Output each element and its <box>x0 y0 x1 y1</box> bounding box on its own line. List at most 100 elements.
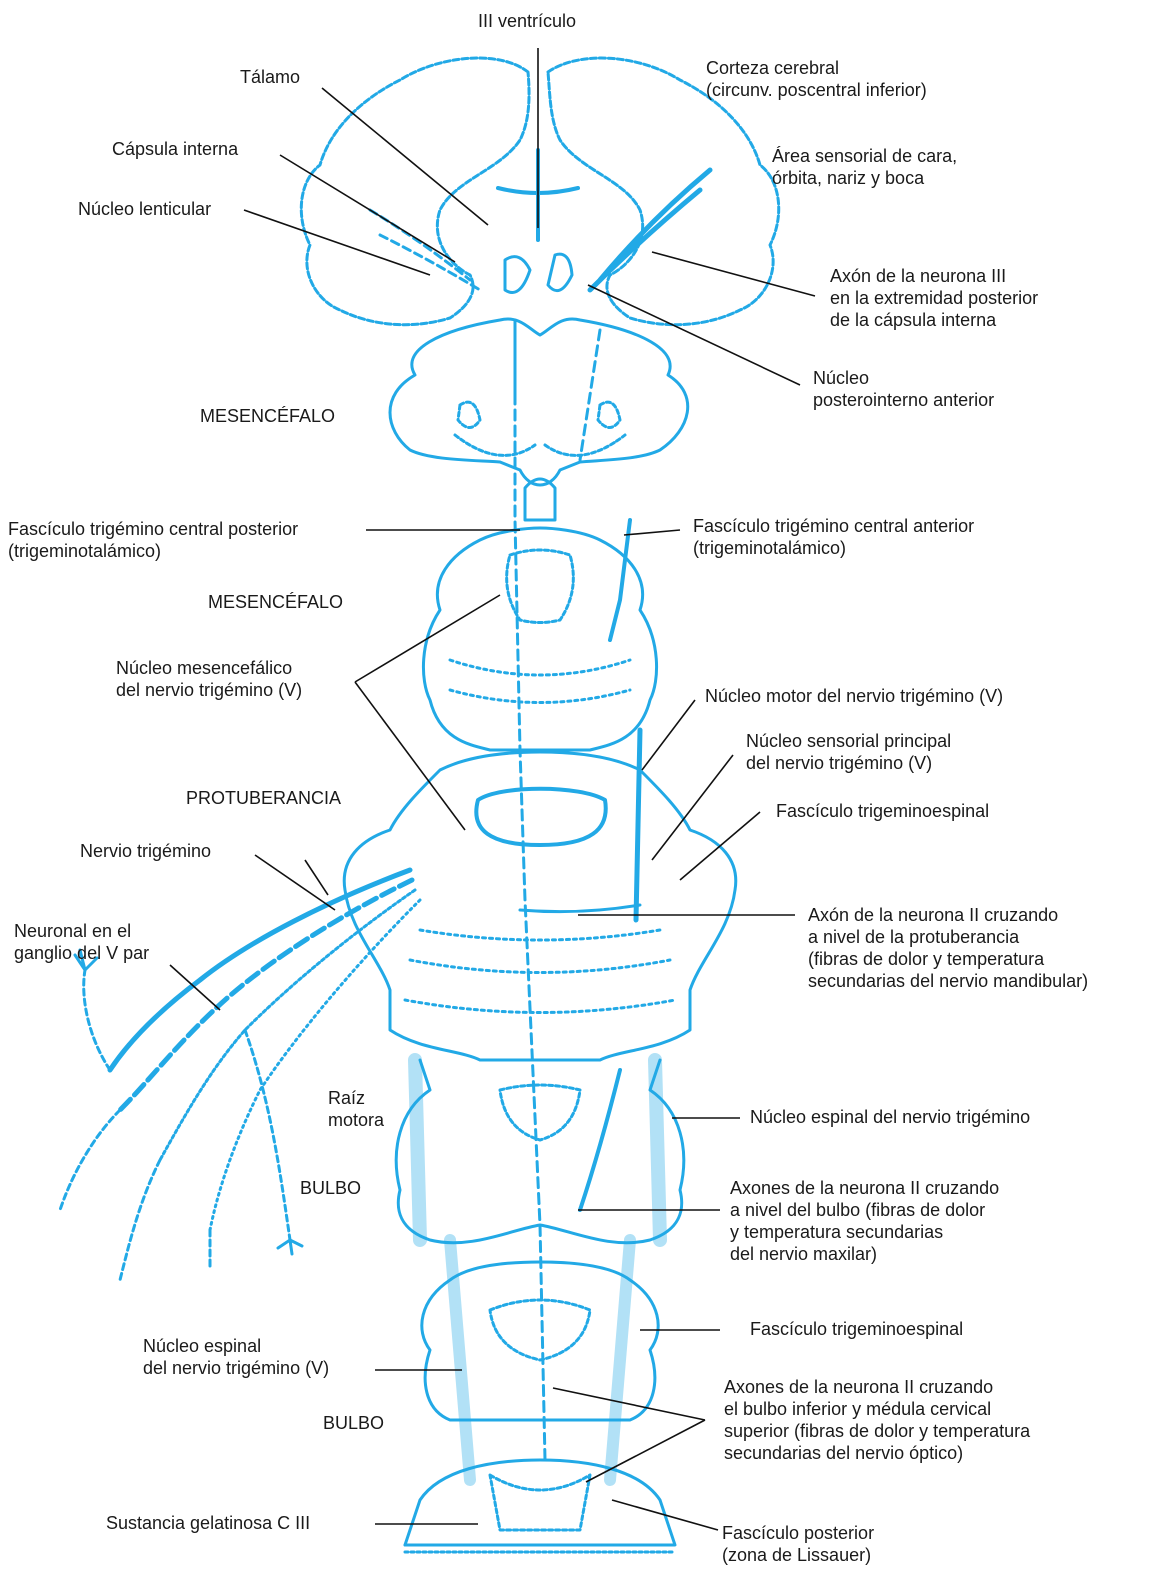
leader-nervio-trigemino <box>255 855 335 910</box>
nerve-ending-2 <box>278 1240 302 1254</box>
leader-nucleo-motor <box>642 700 695 770</box>
label-line: Neuronal en el <box>14 920 149 942</box>
label-line: secundarias del nervio óptico) <box>724 1442 1030 1464</box>
label-nucleo-espinal-1: Núcleo espinal del nervio trigémino <box>750 1106 1030 1128</box>
label-line: (trigeminotalámico) <box>693 537 974 559</box>
label-corteza: Corteza cerebral(circunv. poscentral inf… <box>706 57 927 101</box>
label-bulbo-2: BULBO <box>323 1412 384 1434</box>
midbrain-lower-fibres <box>450 660 630 703</box>
leader-fasc-central-anterior <box>624 530 680 535</box>
label-line: Axón de la neurona III <box>830 265 1038 287</box>
label-line: ganglio del V par <box>14 942 149 964</box>
label-capsula-interna: Cápsula interna <box>112 138 238 160</box>
midbrain-upper <box>390 319 688 485</box>
internal-capsule-right <box>590 170 710 290</box>
trigeminal-nerve-bundle <box>110 870 410 1070</box>
medulla-lower-inner <box>490 1300 590 1360</box>
label-nucleo-sensorial: Núcleo sensorial principaldel nervio tri… <box>746 730 951 774</box>
label-line: el bulbo inferior y médula cervical <box>724 1398 1030 1420</box>
midbrain-lower <box>423 528 656 750</box>
label-line: Fascículo posterior <box>722 1522 874 1544</box>
label-line: superior (fibras de dolor y temperatura <box>724 1420 1030 1442</box>
leader-posterointerno <box>588 285 800 385</box>
label-line: (circunv. poscentral inferior) <box>706 79 927 101</box>
label-nervio-trigemino: Nervio trigémino <box>80 840 211 862</box>
midbrain-upper-inner <box>455 402 625 455</box>
label-tercer-ventriculo: III ventrículo <box>478 10 576 32</box>
label-line: BULBO <box>300 1177 361 1199</box>
pons-fibres <box>405 930 675 1013</box>
internal-capsule-left <box>370 210 480 290</box>
label-area-sensorial: Área sensorial de cara,órbita, nariz y b… <box>772 145 957 189</box>
pons-crossing <box>520 905 640 912</box>
label-fasc-trigeminoespinal-2: Fascículo trigeminoespinal <box>750 1318 963 1340</box>
label-line: del nervio trigémino (V) <box>143 1357 329 1379</box>
leader-nucleo-mesencefalico-2 <box>355 682 465 830</box>
label-line: Raíz <box>328 1087 384 1109</box>
label-mesencefalo-2: MESENCÉFALO <box>208 591 343 613</box>
label-fasc-central-posterior: Fascículo trigémino central posterior(tr… <box>8 518 298 562</box>
label-line: Axones de la neurona II cruzando <box>724 1376 1030 1398</box>
label-line: y temperatura secundarias <box>730 1221 999 1243</box>
label-line: Núcleo espinal del nervio trigémino <box>750 1106 1030 1128</box>
label-line: III ventrículo <box>478 10 576 32</box>
leader-fasc-posterior <box>612 1500 718 1530</box>
label-line: Fascículo trigémino central posterior <box>8 518 298 540</box>
trigeminal-nerve-bundle-2 <box>120 880 412 1110</box>
label-line: Sustancia gelatinosa C III <box>106 1512 310 1534</box>
label-line: del nervio trigémino (V) <box>746 752 951 774</box>
label-line: en la extremidad posterior <box>830 287 1038 309</box>
spinal-tract-upper-left <box>415 1060 420 1240</box>
label-line: BULBO <box>323 1412 384 1434</box>
lemniscus-dashed-upper <box>515 320 600 460</box>
label-line: a nivel del bulbo (fibras de dolor <box>730 1199 999 1221</box>
leader-axones-bulbo-inf-1 <box>553 1388 705 1420</box>
pons-ventricle <box>476 789 605 845</box>
label-fasc-trigeminoespinal-1: Fascículo trigeminoespinal <box>776 800 989 822</box>
label-line: MESENCÉFALO <box>208 591 343 613</box>
label-line: a nivel de la protuberancia <box>808 926 1088 948</box>
central-pathway-line <box>515 330 545 1460</box>
crossing-medulla <box>580 1070 620 1210</box>
leader-fasc-trigeminoespinal-1 <box>680 812 760 880</box>
label-talamo: Tálamo <box>240 66 300 88</box>
spinal-tract-lower-left <box>450 1240 470 1480</box>
label-line: (zona de Lissauer) <box>722 1544 874 1566</box>
label-line: Fascículo trigeminoespinal <box>776 800 989 822</box>
leader-axon-neurona-iii <box>652 252 815 296</box>
label-line: de la cápsula interna <box>830 309 1038 331</box>
label-line: Núcleo espinal <box>143 1335 329 1357</box>
label-protuberancia: PROTUBERANCIA <box>186 787 341 809</box>
leader-axones-bulbo-inf-2 <box>586 1420 705 1482</box>
label-line: MESENCÉFALO <box>200 405 335 427</box>
label-line: Corteza cerebral <box>706 57 927 79</box>
label-raiz-motora: Raízmotora <box>328 1087 384 1131</box>
spinal-tract-lower-right <box>610 1240 630 1480</box>
leader-raiz-motora <box>305 860 328 895</box>
thalamic-nucleus <box>505 254 572 292</box>
label-line: del nervio trigémino (V) <box>116 679 302 701</box>
label-mesencefalo-1: MESENCÉFALO <box>200 405 335 427</box>
label-line: (fibras de dolor y temperatura <box>808 948 1088 970</box>
label-nucleo-motor: Núcleo motor del nervio trigémino (V) <box>705 685 1003 707</box>
label-line: Núcleo motor del nervio trigémino (V) <box>705 685 1003 707</box>
label-sustancia-gelatinosa: Sustancia gelatinosa C III <box>106 1512 310 1534</box>
spinal-cord-grey <box>490 1475 590 1530</box>
spinal-tract-upper-right <box>655 1060 660 1240</box>
label-line: órbita, nariz y boca <box>772 167 957 189</box>
left-hemisphere <box>301 58 529 325</box>
label-line: Fascículo trigeminoespinal <box>750 1318 963 1340</box>
ganglion-branches <box>60 970 290 1280</box>
label-line: Tálamo <box>240 66 300 88</box>
label-fasc-posterior: Fascículo posterior(zona de Lissauer) <box>722 1522 874 1566</box>
leader-capsula-interna <box>280 155 455 262</box>
medulla-upper-inner <box>500 1085 580 1140</box>
label-line: Área sensorial de cara, <box>772 145 957 167</box>
label-fasc-central-anterior: Fascículo trigémino central anterior(tri… <box>693 515 974 559</box>
label-neuronal-ganglio: Neuronal en elganglio del V par <box>14 920 149 964</box>
label-line: Núcleo sensorial principal <box>746 730 951 752</box>
